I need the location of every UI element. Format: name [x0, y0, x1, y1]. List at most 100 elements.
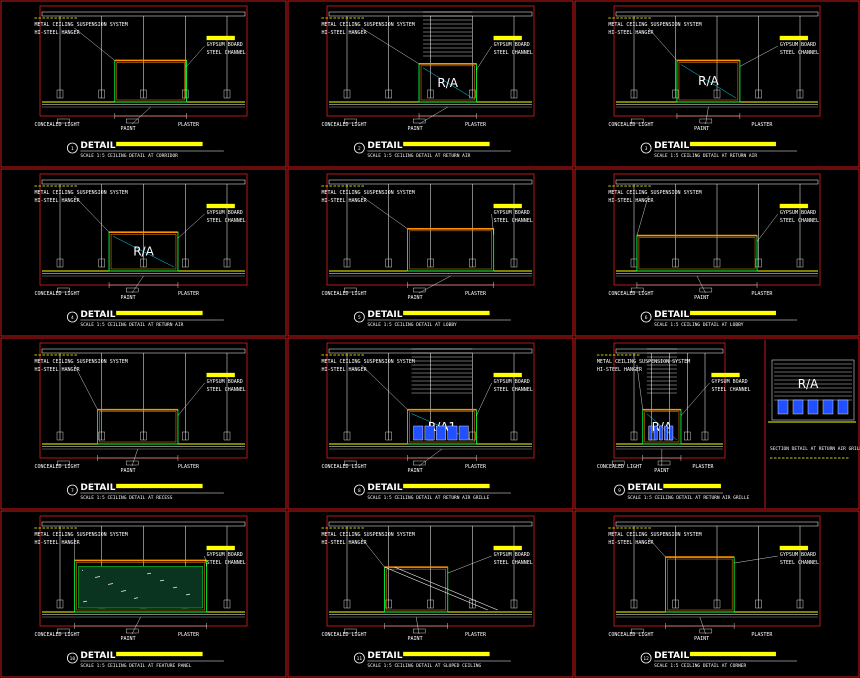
grille-slot — [822, 399, 834, 415]
slab — [328, 179, 533, 185]
panel-frame — [287, 510, 574, 678]
note-hanger: HI-STEEL HANGER — [34, 540, 80, 546]
grille-slot — [669, 425, 674, 441]
note-gypsum: GYPSUM BOARD — [207, 379, 243, 385]
detail-scale: SCALE 1:5 CEILING DETAIL AT RETURN AIR — [367, 153, 470, 159]
note-plaster: PLASTER — [465, 632, 487, 638]
recess-lining — [420, 65, 475, 101]
panel-frame — [287, 337, 574, 510]
hanger-clip — [684, 431, 691, 441]
recess-lining — [409, 411, 475, 443]
tag-box — [699, 628, 713, 634]
panel-texture — [137, 597, 139, 599]
tag-box — [126, 118, 139, 124]
detail-number: 12 — [643, 656, 649, 662]
panel-texture — [136, 597, 138, 599]
panel-frame — [0, 510, 287, 678]
recess-lining — [638, 237, 756, 270]
hanger-clip — [140, 89, 147, 99]
recess-lining — [678, 62, 739, 101]
panel-texture — [187, 594, 189, 596]
note-steel-channel: STEEL CHANNEL — [207, 560, 246, 566]
hanger-clip — [223, 431, 231, 441]
note-concealed-light: CONCEALED LIGHT — [321, 632, 366, 638]
note-ceiling-system: METAL CEILING SUSPENSION SYSTEM — [34, 532, 127, 538]
tag-box — [612, 460, 625, 466]
leader-line — [361, 537, 385, 568]
panel-texture — [85, 600, 87, 602]
hanger-clip — [223, 258, 231, 268]
panel-texture — [173, 587, 175, 589]
recess-lining — [116, 62, 185, 101]
grille-slot — [659, 425, 663, 441]
note-highlight — [206, 35, 235, 41]
note-hanger: HI-STEEL HANGER — [321, 367, 367, 373]
panel-texture — [97, 576, 99, 578]
panel-texture — [163, 579, 165, 581]
note-paint: PAINT — [121, 295, 136, 301]
note-highlight — [779, 203, 809, 209]
detail-number: 4 — [71, 315, 74, 321]
detail-scale: SCALE 1:5 CEILING DETAIL AT CORNER — [654, 663, 746, 669]
note-hanger: HI-STEEL HANGER — [34, 367, 80, 373]
grille-slot — [807, 399, 819, 415]
panel-texture — [95, 576, 97, 578]
note-hanger: HI-STEEL HANGER — [608, 198, 654, 204]
note-plaster: PLASTER — [692, 464, 714, 470]
recess-lining — [667, 558, 733, 611]
note-concealed-light: CONCEALED LIGHT — [608, 632, 653, 638]
note-paint: PAINT — [408, 636, 423, 642]
note-steel-channel: STEEL CHANNEL — [494, 218, 533, 224]
leader-line — [636, 195, 649, 236]
detail-title: DETAIL — [367, 483, 402, 493]
note-steel-channel: STEEL CHANNEL — [780, 218, 819, 224]
hanger-clip — [385, 431, 392, 441]
leader-line — [186, 45, 205, 67]
leader-line — [734, 555, 778, 564]
leader-line — [177, 382, 205, 416]
title-highlight — [403, 141, 490, 147]
title-highlight — [689, 651, 777, 657]
note-highlight — [206, 203, 235, 209]
panel-texture — [99, 576, 101, 578]
panel-frame — [574, 337, 860, 510]
note-hanger: HI-STEEL HANGER — [608, 540, 654, 546]
leader-line — [74, 364, 98, 410]
note-steel-channel: STEEL CHANNEL — [780, 560, 819, 566]
note-paint: PAINT — [121, 126, 136, 132]
leader-line — [680, 382, 710, 416]
note-paint: PAINT — [654, 468, 669, 474]
tag-box — [344, 118, 357, 124]
detail-scale: SCALE 1:5 CEILING DETAIL AT FEATURE PANE… — [80, 663, 191, 669]
note-ceiling-system: METAL CEILING SUSPENSION SYSTEM — [321, 532, 414, 538]
note-concealed-light: CONCEALED LIGHT — [608, 291, 653, 297]
panel-texture — [160, 580, 162, 582]
note-plaster: PLASTER — [465, 291, 487, 297]
note-paint: PAINT — [408, 126, 423, 132]
detail-number: 5 — [358, 315, 361, 321]
panel-texture — [96, 576, 98, 578]
title-highlight — [663, 483, 721, 489]
tag-box — [413, 628, 426, 634]
leader-line — [648, 27, 678, 61]
leader-line — [699, 616, 706, 635]
note-steel-channel: STEEL CHANNEL — [207, 387, 246, 393]
detail-number-bubble — [66, 311, 78, 323]
hanger-clip — [469, 258, 476, 268]
panel-texture — [161, 580, 163, 582]
subpanel-housing — [771, 359, 855, 421]
recess-box — [407, 228, 495, 272]
detail-drawing-5: METAL CEILING SUSPENSION SYSTEMHI-STEEL … — [321, 173, 535, 328]
note-steel-channel: STEEL CHANNEL — [494, 387, 533, 393]
leader-line — [361, 364, 408, 410]
note-steel-channel: STEEL CHANNEL — [494, 50, 533, 56]
note-highlight — [206, 545, 235, 551]
detail-scale: SCALE 1:5 CEILING DETAIL AT RECESS — [80, 495, 172, 501]
title-highlight — [403, 483, 490, 489]
panel-texture — [123, 590, 125, 592]
note-gypsum: GYPSUM BOARD — [494, 379, 530, 385]
hanger-clip — [630, 599, 638, 609]
panel-texture — [188, 593, 190, 595]
note-hanger: HI-STEEL HANGER — [34, 198, 80, 204]
